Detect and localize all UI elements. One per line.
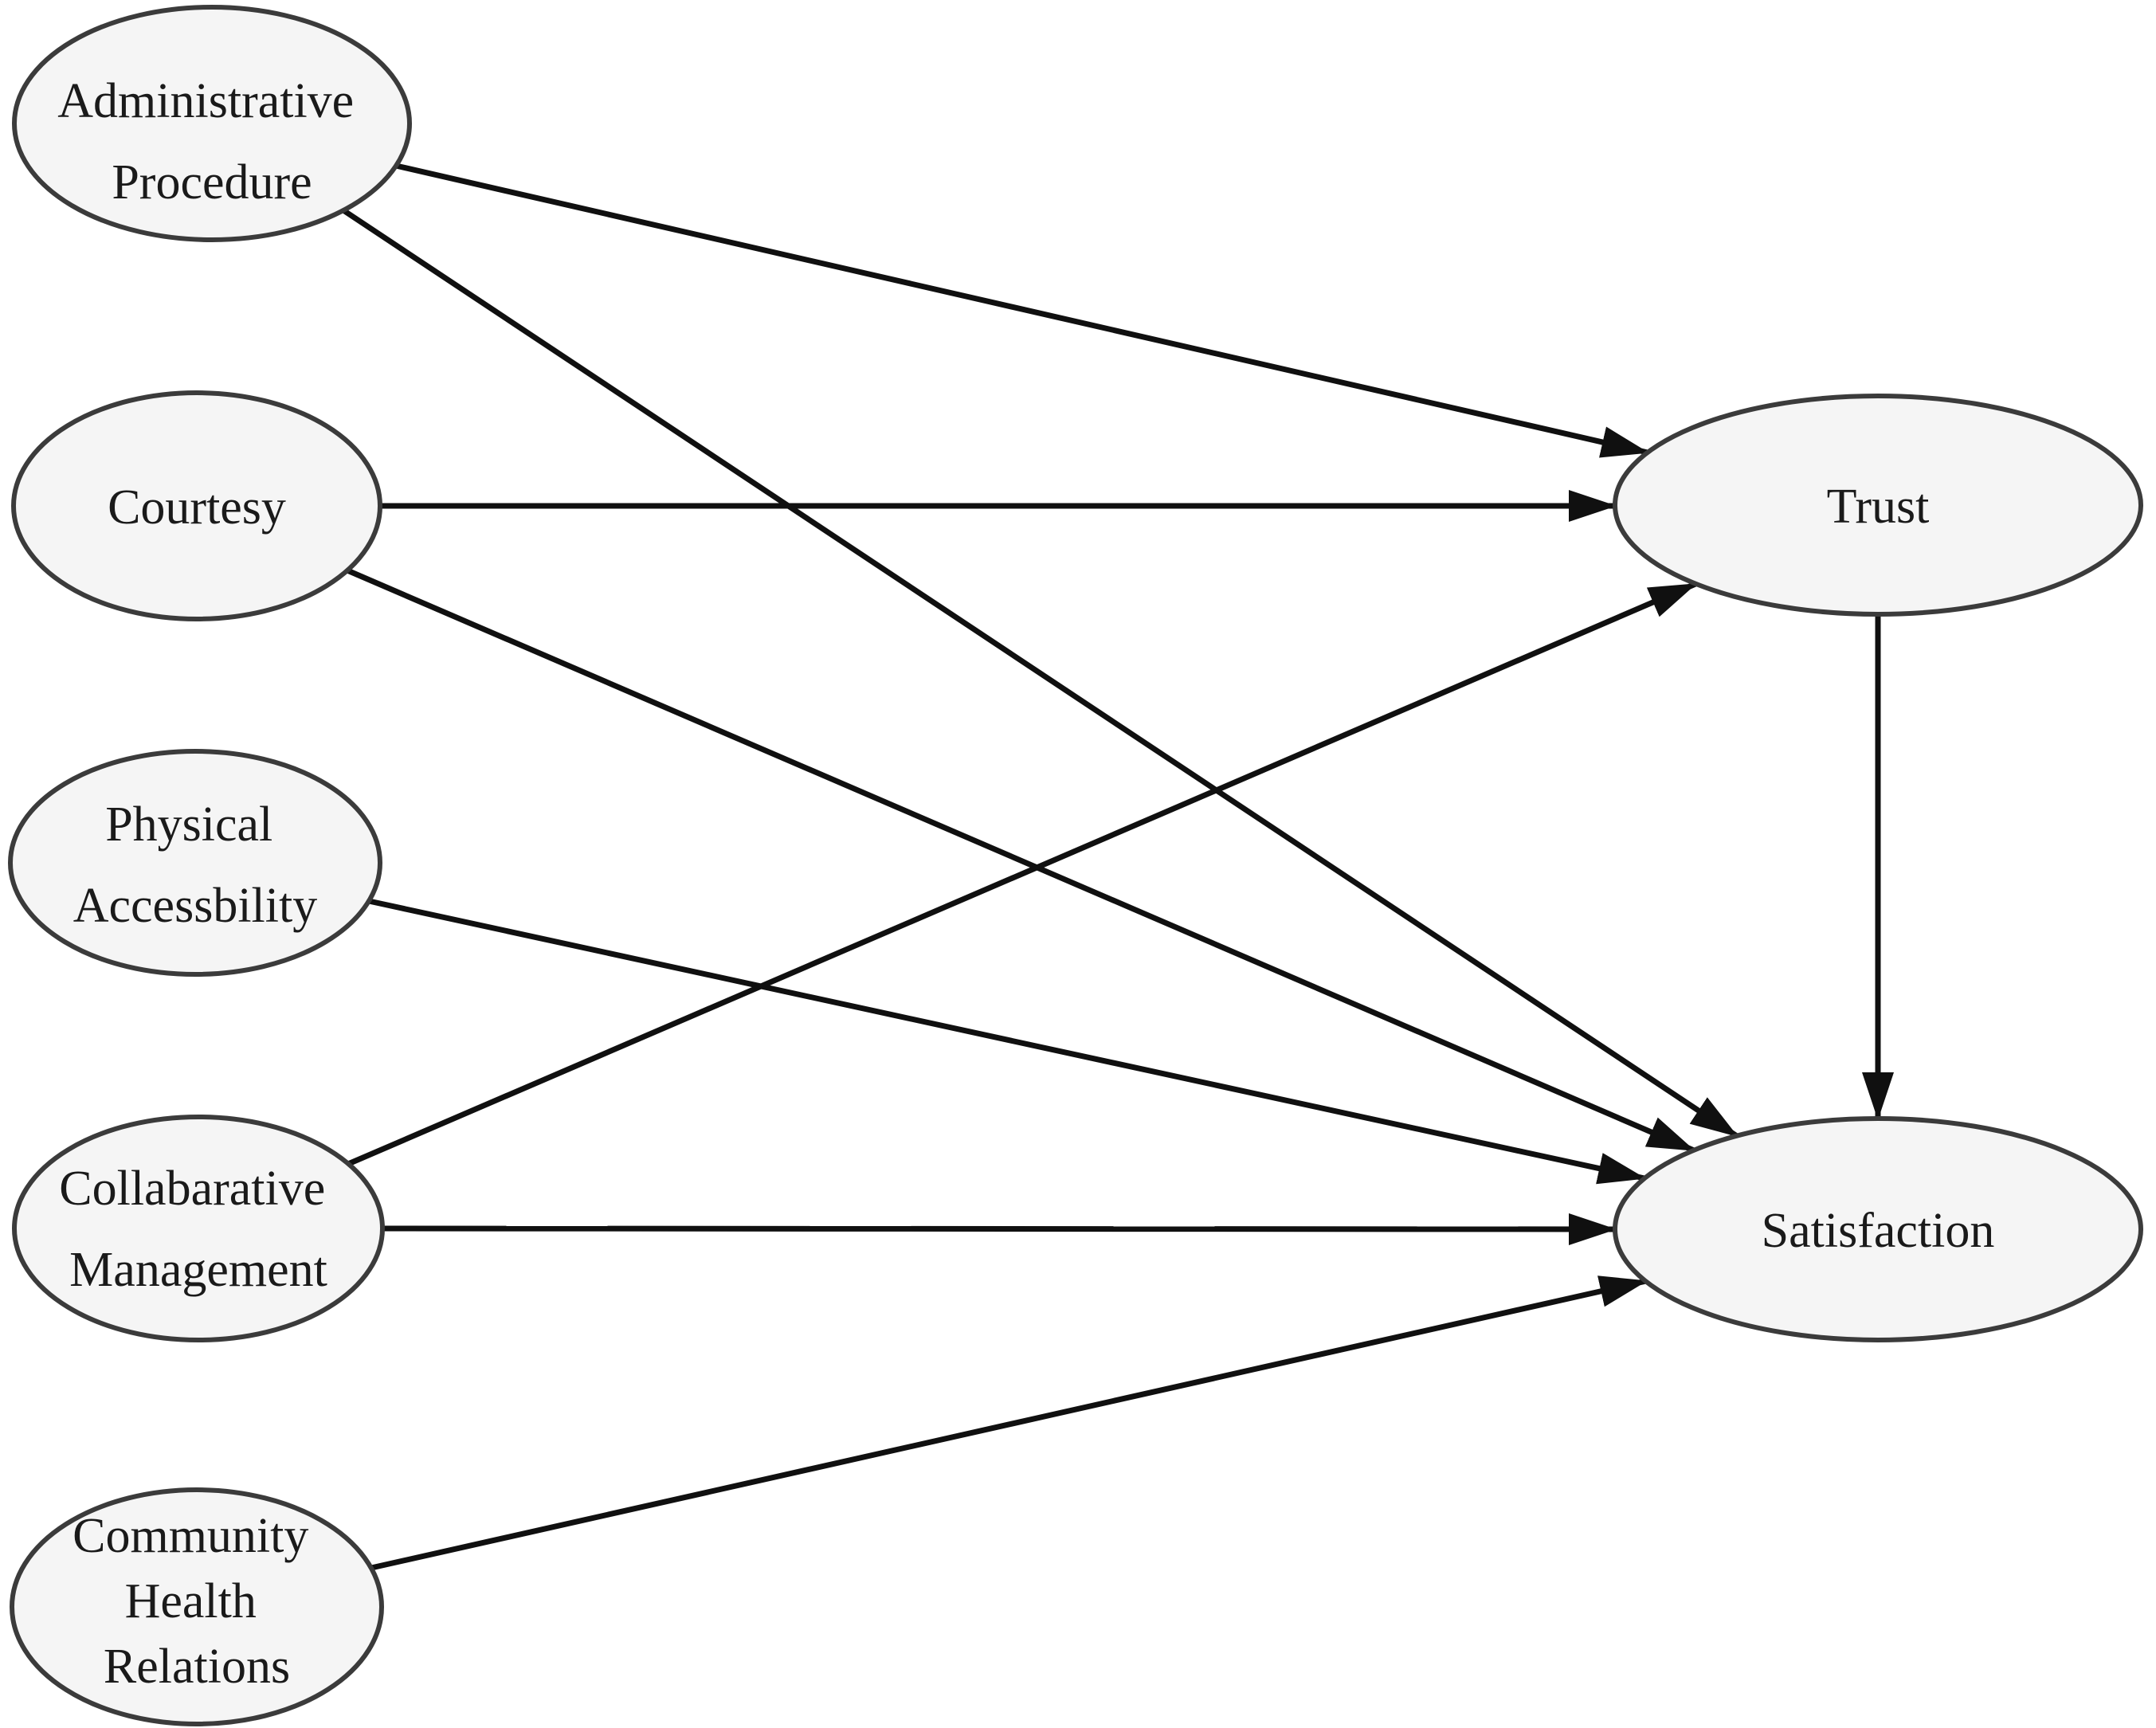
node-physical-accessbility-shape — [8, 749, 382, 977]
node-community-health-relations: Community Health Relations — [10, 1487, 384, 1726]
edge-administrative-procedure-to-satisfaction — [342, 208, 1739, 1138]
node-collabarative-management: Collabarative Management — [12, 1115, 385, 1342]
node-community-health-relations-shape — [10, 1487, 384, 1726]
edge-collabarative-management-to-satisfaction — [382, 1213, 1617, 1245]
node-collabarative-management-shape — [12, 1115, 385, 1342]
node-physical-accessbility: Physical Accessbility — [8, 749, 382, 977]
node-trust-label: Trust — [1827, 480, 1930, 534]
node-courtesy: Courtesy — [11, 390, 382, 621]
node-satisfaction-shape — [1613, 1116, 2143, 1342]
node-collabarative-management-label: Collabarative Management — [59, 1162, 337, 1297]
node-courtesy-label: Courtesy — [108, 480, 286, 535]
node-courtesy-shape — [11, 390, 382, 621]
node-administrative-procedure-shape — [12, 5, 412, 242]
node-trust-shape — [1613, 394, 2143, 617]
edge-community-health-relations-to-satisfaction — [370, 1275, 1648, 1571]
edge-administrative-procedure-to-trust — [395, 163, 1649, 458]
node-satisfaction: Satisfaction — [1613, 1116, 2143, 1342]
edge-courtesy-to-satisfaction — [346, 567, 1695, 1154]
edge-physical-accessbility-to-satisfaction — [368, 898, 1646, 1185]
node-trust: Trust — [1613, 394, 2143, 617]
node-satisfaction-label: Satisfaction — [1762, 1204, 1995, 1258]
edges — [342, 163, 1894, 1571]
node-administrative-procedure: Administrative Procedure — [12, 5, 412, 242]
edge-collabarative-management-to-trust — [347, 581, 1697, 1167]
node-administrative-procedure-label: Administrative Procedure — [57, 74, 366, 210]
node-community-health-relations-label: Community Health Relations — [73, 1509, 321, 1694]
node-physical-accessbility-label: Physical Accessbility — [73, 797, 318, 933]
